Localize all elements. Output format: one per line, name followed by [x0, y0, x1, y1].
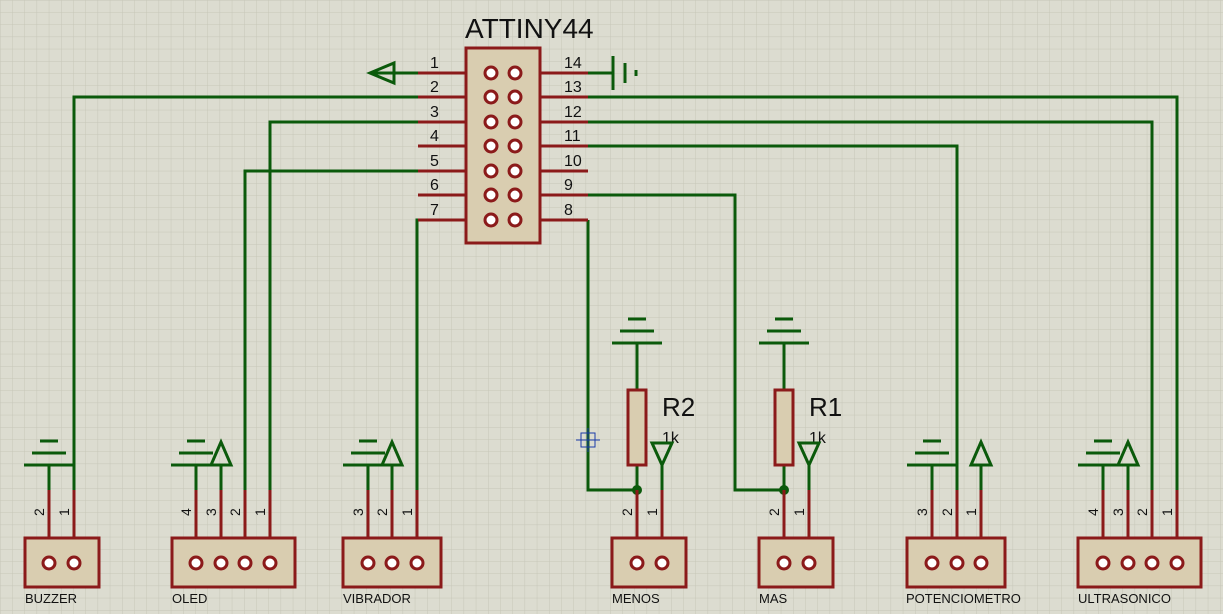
chip-body: [464, 46, 542, 245]
connector-mas[interactable]: 2 1 MAS: [757, 490, 835, 606]
ground-icon: [611, 56, 638, 90]
chip-pin-label: 12: [564, 104, 582, 121]
resistor-r2[interactable]: R2 1k: [612, 317, 695, 495]
resistor-ref: R1: [809, 392, 842, 422]
power-arrow-icon: [1115, 438, 1141, 467]
power-arrow-icon: [796, 441, 822, 469]
wire-pin3: [268, 120, 418, 490]
chip-pin-label: 10: [564, 153, 582, 170]
connector-pin-label: 1: [1159, 508, 1175, 516]
connector-body: [757, 536, 835, 589]
attiny44-chip[interactable]: ATTINY44 1 2 3 4 5 6 7: [418, 13, 594, 245]
connector-pin-label: 1: [252, 508, 268, 516]
connector-label: MENOS: [612, 591, 660, 606]
connector-label: POTENCIOMETRO: [906, 591, 1021, 606]
connector-pin-label: 2: [619, 508, 635, 516]
wire-pin9: [588, 193, 784, 492]
wire-pin5: [243, 169, 418, 490]
connector-pin-label: 4: [178, 508, 194, 516]
connector-pin-label: 3: [350, 508, 366, 516]
chip-pin-label: 11: [564, 128, 581, 145]
connector-pin-label: 1: [963, 508, 979, 516]
crosshair-cursor-icon: [576, 428, 600, 452]
chip-pin-label: 5: [430, 153, 439, 170]
resistor-body: [626, 388, 648, 467]
connector-pin-label: 2: [939, 508, 955, 516]
resistor-r1[interactable]: R1 1k: [759, 317, 842, 495]
resistor-ref: R2: [662, 392, 695, 422]
chip-pin-label: 3: [430, 104, 439, 121]
ground-icon: [612, 317, 662, 345]
chip-pin-label: 8: [564, 202, 573, 219]
chip-pin-label: 7: [430, 202, 439, 219]
ground-icon: [759, 317, 809, 345]
connector-body: [905, 536, 1007, 589]
connector-potenciometro[interactable]: 3 2 1 POTENCIOMETRO: [905, 490, 1021, 606]
connector-pin-label: 2: [1134, 508, 1150, 516]
connector-oled[interactable]: 4 3 2 1 OLED: [170, 490, 297, 606]
connector-buzzer[interactable]: 2 1 BUZZER: [23, 490, 101, 606]
connector-supply-symbols: [24, 438, 1141, 467]
connector-pin-label: 3: [914, 508, 930, 516]
connector-vibrador[interactable]: 3 2 1 VIBRADOR: [341, 490, 443, 606]
connector-label: VIBRADOR: [343, 591, 411, 606]
chip-pin-label: 6: [430, 177, 439, 194]
connector-label: BUZZER: [25, 591, 77, 606]
chip-pin-label: 14: [564, 55, 582, 72]
ground-icon: [907, 439, 957, 467]
power-arrow-icon: [968, 438, 994, 467]
connector-label: ULTRASONICO: [1078, 591, 1171, 606]
connector-pin-label: 2: [227, 508, 243, 516]
connector-pin-label: 2: [374, 508, 390, 516]
power-arrow-icon: [366, 60, 396, 86]
connector-ultrasonico[interactable]: 4 3 2 1 ULTRASONICO: [1076, 490, 1203, 606]
wire-pin11: [588, 144, 959, 490]
chip-pin-label: 13: [564, 79, 582, 96]
chip-pin-label: 9: [564, 177, 573, 194]
connector-pin-label: 1: [399, 508, 415, 516]
connector-pin-label: 2: [766, 508, 782, 516]
chip-pin-label: 4: [430, 128, 439, 145]
wire-pin2-right: [588, 95, 1179, 490]
wire-pin12: [588, 120, 1154, 490]
wires: [47, 71, 1179, 492]
chip-pin-label: 2: [430, 79, 439, 96]
power-arrow-icon: [649, 441, 675, 469]
power-arrow-icon: [379, 438, 405, 467]
connector-label: MAS: [759, 591, 788, 606]
chip-pin-label: 1: [430, 55, 439, 72]
connector-body: [610, 536, 688, 589]
connector-pin-label: 4: [1085, 508, 1101, 516]
connector-pin-label: 3: [203, 508, 219, 516]
connector-pin-label: 1: [791, 508, 807, 516]
connector-menos[interactable]: 2 1 MENOS: [610, 490, 688, 606]
resistor-body: [773, 388, 795, 467]
wire-pin2: [72, 95, 418, 490]
power-arrow-icon: [208, 438, 234, 467]
connector-body: [23, 536, 101, 589]
connector-pin-label: 3: [1110, 508, 1126, 516]
wire-pin8: [586, 220, 637, 492]
wire-pin7: [415, 218, 419, 490]
connector-pin-label: 2: [31, 508, 47, 516]
connector-pin-label: 1: [56, 508, 72, 516]
connector-pin-label: 1: [644, 508, 660, 516]
connector-label: OLED: [172, 591, 207, 606]
chip-title: ATTINY44: [465, 13, 594, 44]
ground-icon: [24, 439, 74, 467]
